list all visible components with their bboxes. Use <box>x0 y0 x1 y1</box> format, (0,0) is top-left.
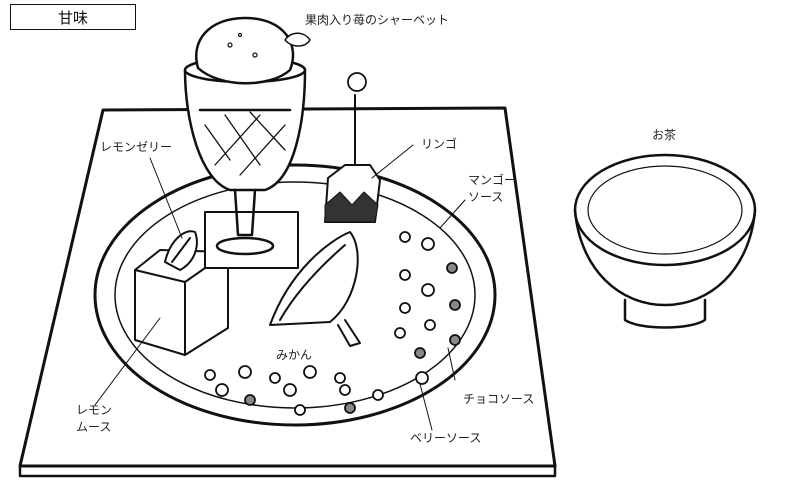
sauce-dots <box>204 231 461 416</box>
leader-lines <box>94 144 466 431</box>
title-box: 甘味 <box>10 4 136 30</box>
label-apple: リンゴ <box>421 137 458 151</box>
label-lemon-mousse-1: レモン <box>76 403 113 417</box>
title-text: 甘味 <box>57 8 88 27</box>
label-tea: お茶 <box>652 128 677 142</box>
label-lemon-jelly: レモンゼリー <box>100 140 173 154</box>
label-lemon-mousse-2: ムース <box>76 420 112 434</box>
label-sherbet: 果肉入り苺のシャーベット <box>305 13 450 27</box>
label-berry-sauce: ベリーソース <box>410 431 482 445</box>
label-mango-sauce-1: マンゴー <box>468 173 517 187</box>
tea-cup <box>573 153 757 329</box>
label-mikan: みかん <box>276 348 313 362</box>
apple <box>324 72 381 223</box>
mikan <box>269 231 361 347</box>
label-mango-sauce-2: ソース <box>468 190 504 204</box>
sherbet-glass <box>183 16 311 256</box>
label-choco-sauce: チョコソース <box>463 392 535 406</box>
